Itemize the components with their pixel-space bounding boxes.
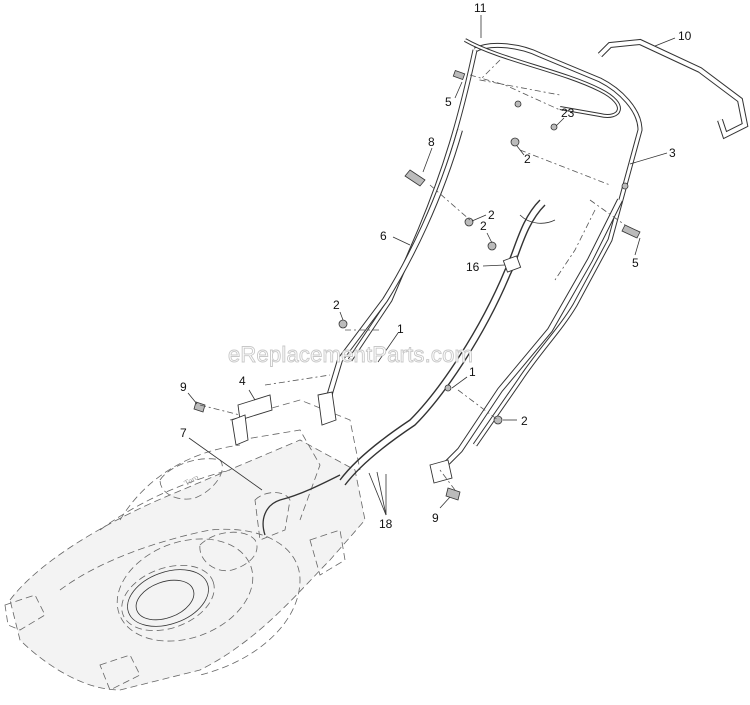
callout-11: 11: [474, 1, 487, 15]
callout-9: 9: [180, 380, 187, 394]
callout-2: 2: [480, 219, 487, 233]
callout-1: 1: [397, 322, 404, 336]
callout-9: 9: [432, 511, 439, 525]
callout-6: 6: [380, 229, 387, 243]
leader-lines: [187, 15, 676, 516]
callout-1: 1: [469, 365, 476, 379]
callout-8: 8: [428, 135, 435, 149]
callout-3: 3: [669, 146, 676, 160]
callout-5: 5: [445, 95, 452, 109]
callout-2: 2: [333, 298, 340, 312]
callout-10: 10: [678, 29, 692, 43]
callout-2: 2: [524, 152, 531, 166]
callout-16: 16: [466, 260, 480, 274]
watermark: eReplacementParts.com: [228, 342, 473, 367]
callout-4: 4: [239, 374, 246, 388]
mower-deck: Toro: [4, 399, 366, 691]
callout-18: 18: [379, 517, 393, 531]
callout-5: 5: [632, 256, 639, 270]
assembly-lines: [199, 59, 626, 491]
callout-7: 7: [180, 426, 187, 440]
handle-assembly: [231, 38, 749, 536]
callout-2: 2: [488, 208, 495, 222]
callout-23: 23: [561, 106, 575, 120]
callout-labels: 11 10 5 23 2 8 3 2 6 2 16 5 2 1 9 4 1 2 …: [180, 1, 692, 531]
callout-2: 2: [521, 414, 528, 428]
